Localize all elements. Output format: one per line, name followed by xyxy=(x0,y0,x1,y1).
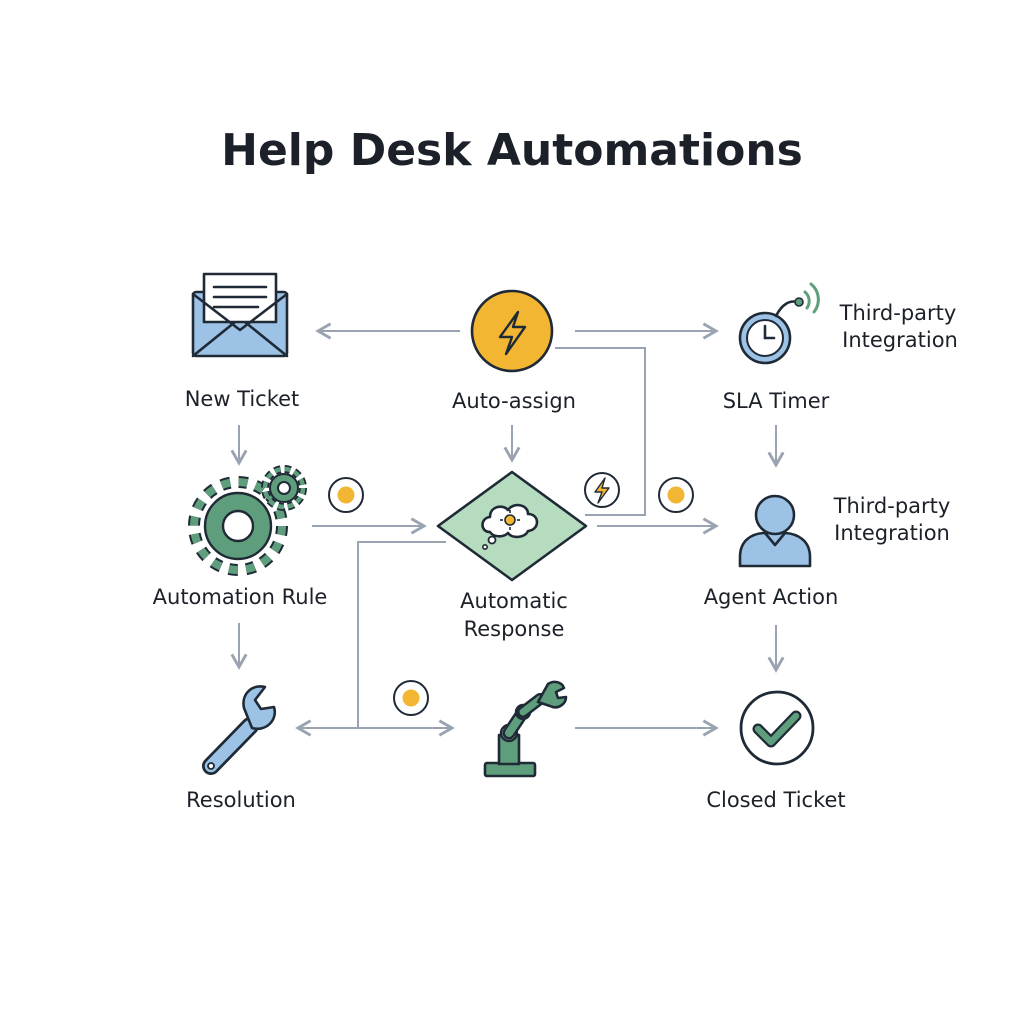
node-label-closed-ticket: Closed Ticket xyxy=(706,788,845,812)
node-label-automation-rule: Automation Rule xyxy=(153,585,328,609)
envelope-icon xyxy=(191,272,289,358)
thought-bubble-icon xyxy=(436,470,588,582)
stopwatch-icon xyxy=(738,282,820,365)
node-label-resolution: Resolution xyxy=(186,788,296,812)
integration-label-top-line1: Third-party xyxy=(839,301,957,325)
node-label-sla-timer: SLA Timer xyxy=(723,389,830,413)
gears-icon xyxy=(188,465,307,576)
diagram-title: Help Desk Automations xyxy=(221,125,803,176)
wrench-icon xyxy=(202,685,277,775)
integration-label-mid-line2: Integration xyxy=(834,521,950,545)
integration-label-top-line2: Integration xyxy=(842,328,958,352)
node-label-automatic-response-line2: Response xyxy=(464,617,565,641)
connectors xyxy=(230,322,785,737)
integration-label-mid-line1: Third-party xyxy=(833,494,951,518)
status-dot-badge xyxy=(658,477,694,513)
person-icon xyxy=(738,494,812,568)
node-label-agent-action: Agent Action xyxy=(704,585,839,609)
lightning-icon xyxy=(470,289,554,373)
lightning-badge xyxy=(584,472,620,508)
checkmark-icon xyxy=(739,690,815,766)
node-label-new-ticket: New Ticket xyxy=(185,387,300,411)
robot-arm-icon xyxy=(483,680,568,778)
node-label-automatic-response-line1: Automatic xyxy=(460,589,568,613)
node-label-auto-assign: Auto-assign xyxy=(452,389,576,413)
status-dot-badge xyxy=(393,680,429,716)
status-dot-badge xyxy=(328,477,364,513)
line-autoassign-to-response xyxy=(555,347,646,516)
line-response-to-resolution xyxy=(357,541,446,728)
